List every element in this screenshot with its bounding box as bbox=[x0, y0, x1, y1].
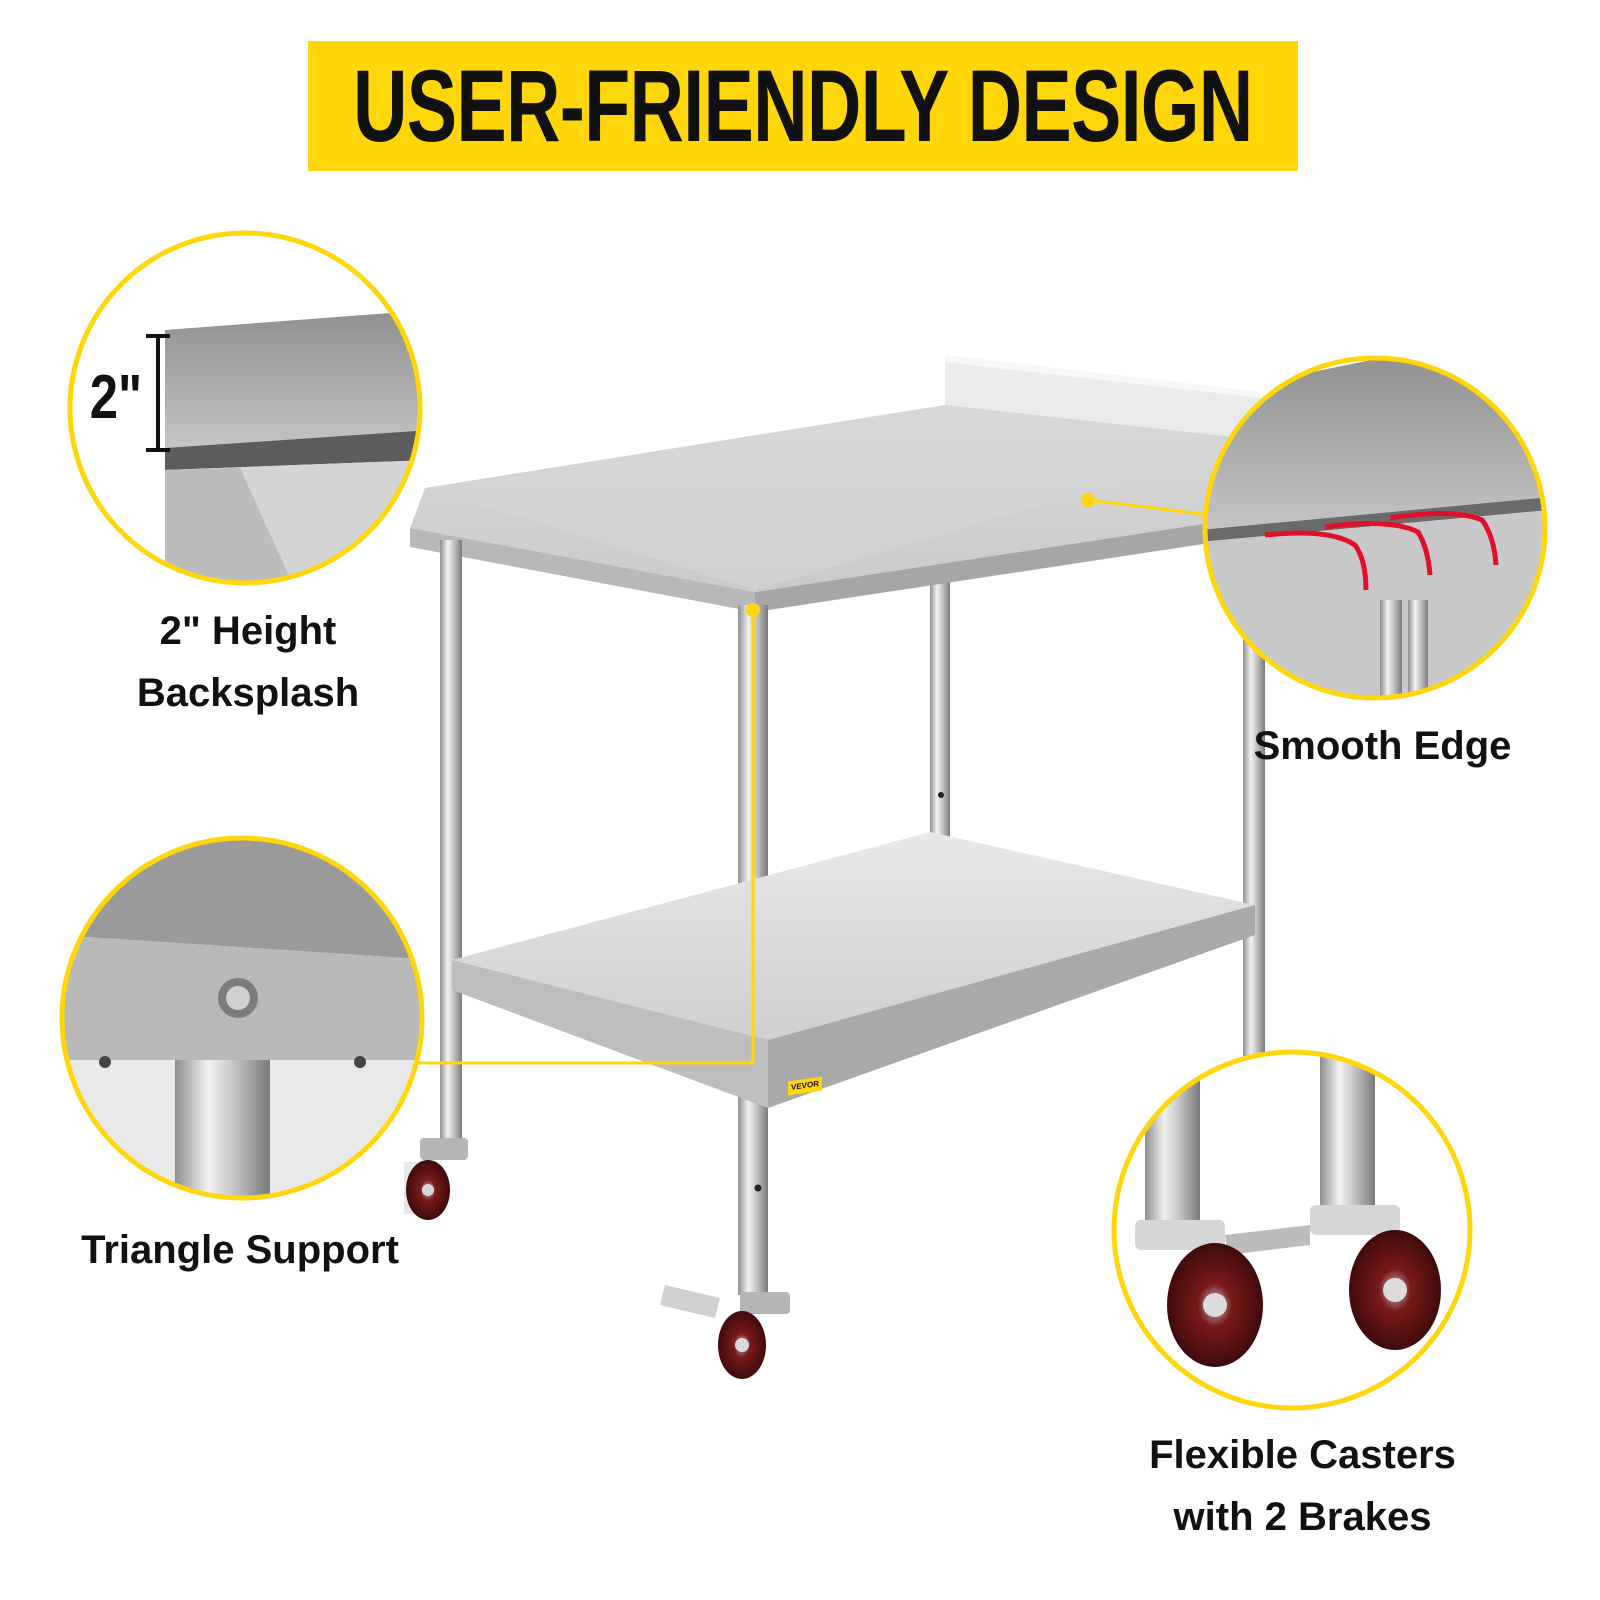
triangle-support-label: Triangle Support bbox=[81, 1228, 399, 1272]
title-banner: USER-FRIENDLY DESIGN bbox=[308, 41, 1298, 171]
casters-zoom-icon bbox=[1111, 1049, 1473, 1411]
pointer-dot bbox=[1081, 493, 1095, 507]
dimension-label: 2" bbox=[89, 363, 143, 432]
backsplash-label-line1: 2" Height bbox=[159, 609, 337, 653]
backsplash-label-line2: Backsplash bbox=[136, 671, 360, 715]
smooth-edge-label: Smooth Edge bbox=[1253, 724, 1512, 768]
banner-title: USER-FRIENDLY DESIGN bbox=[353, 48, 1253, 163]
casters-label: Flexible Casters with 2 Brakes bbox=[1130, 1424, 1475, 1548]
backsplash-label: 2" Height Backsplash bbox=[118, 600, 378, 724]
casters-label-line1: Flexible Casters bbox=[1149, 1433, 1456, 1477]
support-zoom-icon bbox=[59, 835, 425, 1201]
casters-label-line2: with 2 Brakes bbox=[1173, 1495, 1432, 1539]
edge-zoom-icon bbox=[1202, 355, 1548, 701]
pointer-dot bbox=[746, 603, 760, 617]
work-table bbox=[404, 355, 1265, 1379]
pointer-lines bbox=[418, 498, 1211, 1065]
